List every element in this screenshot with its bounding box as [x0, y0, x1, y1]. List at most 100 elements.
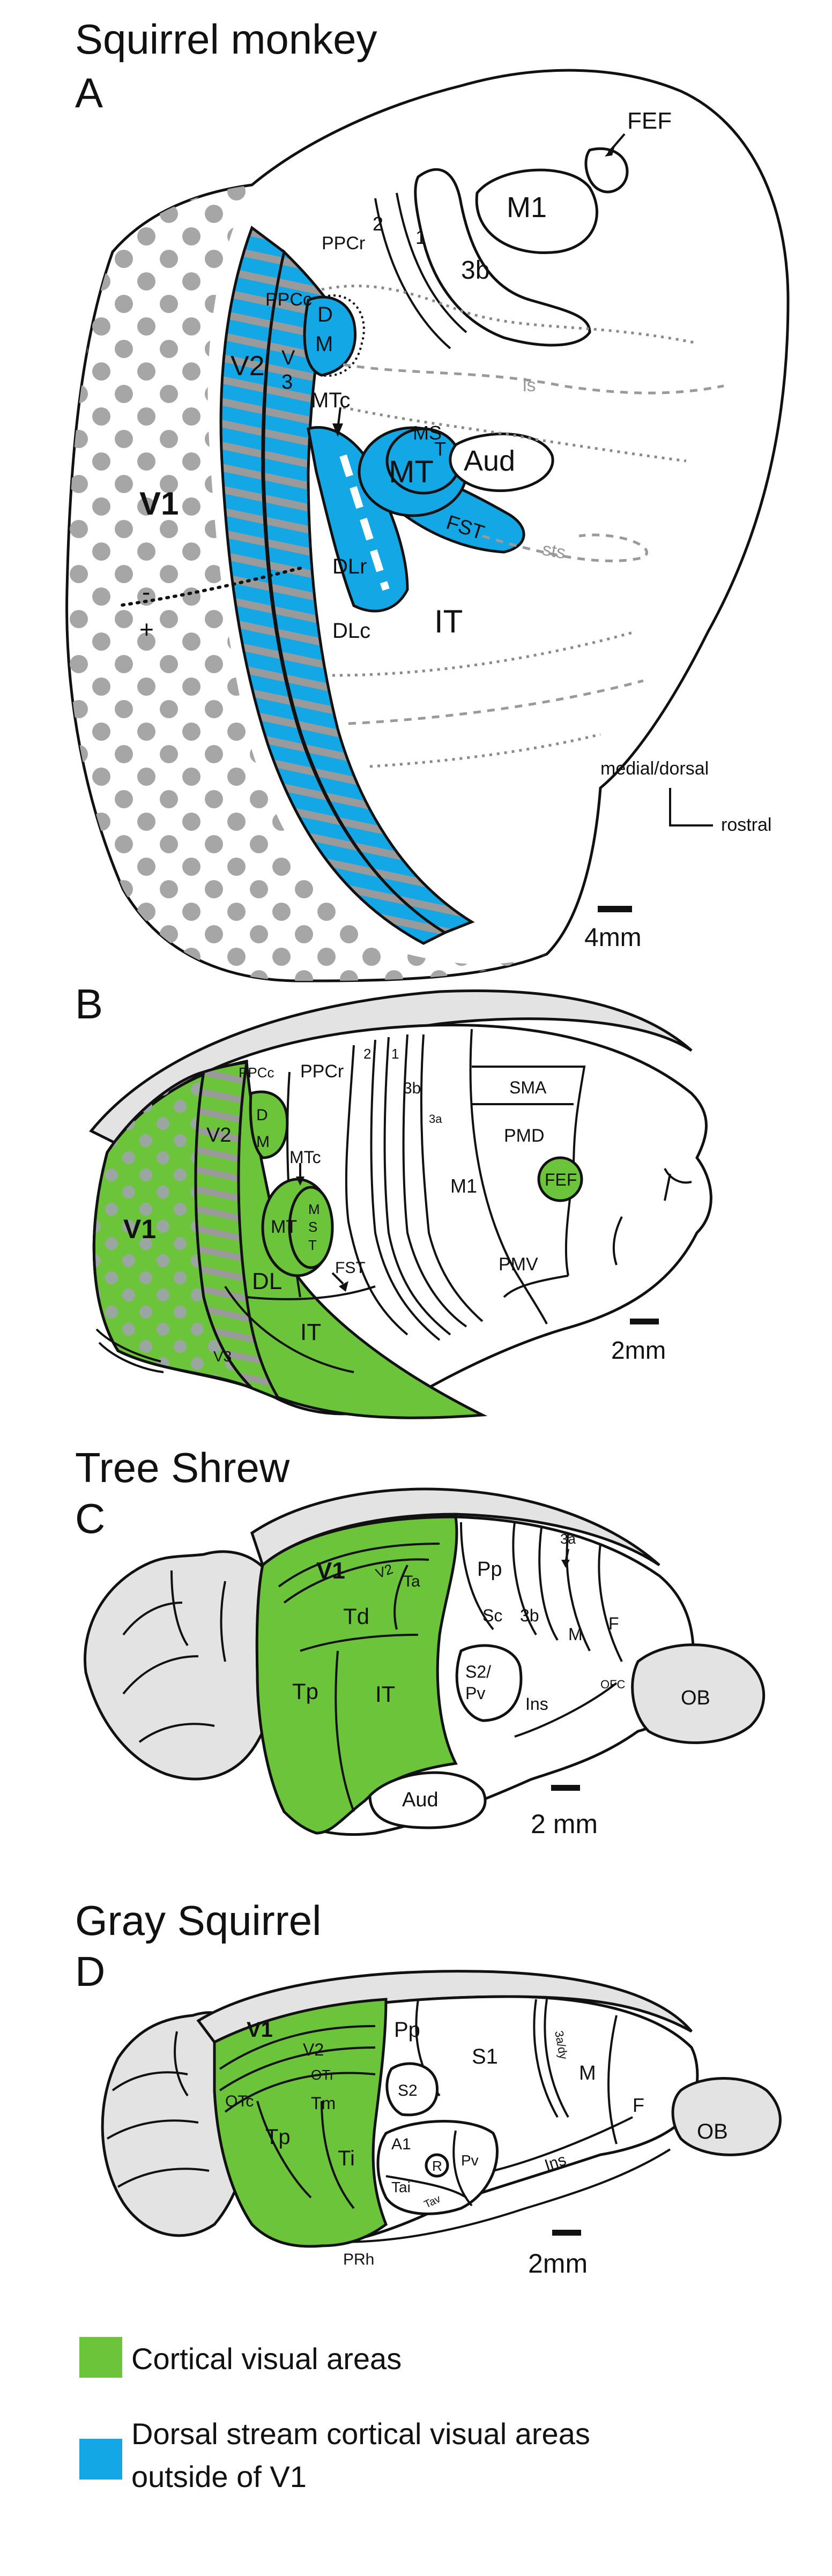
pmd-border-b	[469, 1029, 548, 1324]
panel-b-letter: B	[75, 980, 103, 1028]
label-mtc-b: MTc	[289, 1148, 321, 1167]
orientation-medial-dorsal: medial/dorsal	[600, 758, 709, 779]
label-v3-b: V3	[213, 1348, 232, 1365]
label-mst2-b: S	[308, 1219, 317, 1235]
cerebellum-fold-c3	[170, 1570, 189, 1647]
ppcr-border-b	[345, 1045, 408, 1336]
3a-border2-d	[544, 1999, 569, 2118]
panel-d-title: Gray Squirrel	[75, 1897, 321, 1944]
legend-swatch-blue	[79, 2439, 122, 2480]
label-ofc-c: OFC	[600, 1678, 626, 1691]
label-m-b: M	[256, 1133, 270, 1151]
label-mst1-b: M	[308, 1201, 320, 1217]
dm-area-b	[249, 1090, 289, 1159]
fef-area	[584, 147, 629, 193]
label-d-a: D	[317, 303, 333, 326]
legend-swatch-green	[79, 2337, 122, 2378]
label-tm-d: Tm	[311, 2094, 336, 2113]
label-fef-b: FEF	[545, 1170, 577, 1189]
label-sts-a: sts	[541, 539, 567, 563]
scale-bar-b	[630, 1319, 659, 1324]
ins-border-c	[514, 1682, 618, 1738]
label-3b-a: 3b	[461, 256, 489, 285]
scale-bar-a	[598, 906, 632, 912]
label-f-d: F	[633, 2094, 644, 2116]
label-dlc-a: DLc	[332, 619, 370, 643]
label-2-a: 2	[373, 213, 383, 235]
scale-label-b: 2mm	[611, 1336, 666, 1364]
panel-c-letter: C	[75, 1495, 105, 1542]
label-ti-d: Ti	[338, 2147, 355, 2170]
principal-sulcus-b	[612, 1216, 623, 1265]
cerebellum-line-1	[95, 1328, 161, 1363]
3a-border-c	[566, 1532, 591, 1651]
cerebellum-fold-d4	[174, 2031, 189, 2097]
panel-a: Squirrel monkey A FEF M1 PPC	[65, 16, 790, 982]
label-tp-d: Tp	[265, 2125, 291, 2149]
area-1-border-b	[383, 1037, 451, 1336]
label-sma-b: SMA	[509, 1078, 547, 1097]
label-aud-a: Aud	[464, 445, 515, 477]
label-pmd-b: PMD	[504, 1126, 545, 1146]
label-aud-c: Aud	[402, 1789, 439, 1811]
label-r-d: R	[432, 2158, 442, 2174]
ppc-dotted-boundary	[321, 285, 697, 345]
aud-area-c	[368, 1771, 487, 1829]
horizontal-meridian	[116, 567, 302, 607]
squirrel-visual-green	[213, 1998, 388, 2248]
label-mst3-b: T	[308, 1237, 317, 1253]
ins-border-d	[493, 2116, 633, 2172]
label-v2-d: V2	[303, 2040, 324, 2059]
v1-dotted-region	[66, 185, 547, 981]
m-border-c	[598, 1543, 623, 1662]
label-it-c: IT	[375, 1681, 395, 1707]
it-dotted-boundary-1	[332, 631, 633, 677]
area-3b	[414, 168, 591, 347]
panel-d: Gray Squirrel D V1 V2 OTr OTc Tm Tp Ti	[75, 1897, 782, 2279]
it-border-b	[224, 1285, 354, 1373]
ls-sulcus-line	[343, 363, 724, 394]
it-dashed-line	[348, 679, 644, 725]
label-fst-b: FST	[335, 1259, 366, 1277]
label-ppcr-a: PPCr	[322, 233, 365, 254]
area-3b-border-b	[402, 1034, 467, 1328]
scale-label-d: 2mm	[528, 2249, 588, 2279]
label-dlr-a: DLr	[332, 555, 367, 578]
td-tp-border-c	[300, 1634, 419, 1652]
label-ob-c: OB	[681, 1687, 710, 1709]
label-3b-c: 3b	[520, 1606, 539, 1625]
pp-border-c	[460, 1522, 494, 1631]
cerebellum-fold-d2	[106, 2119, 199, 2140]
panel-a-title: Squirrel monkey	[75, 16, 377, 63]
label-otc-d: OTc	[225, 2093, 254, 2110]
m-f-border-d	[607, 2015, 618, 2145]
panel-c-title: Tree Shrew	[75, 1444, 290, 1491]
area-2-border-b	[370, 1039, 441, 1341]
s2-pv-area-c	[455, 1644, 523, 1722]
label-ls-a: ls	[523, 375, 536, 396]
label-v2-a: V2	[231, 351, 265, 382]
cerebellum-fold-d3	[117, 2168, 210, 2188]
pv-border-d	[452, 2130, 473, 2207]
cerebellum-fold-c5	[138, 1723, 215, 1743]
label-s2-c: S2/	[465, 1662, 491, 1681]
ta-border-c	[393, 1565, 408, 1630]
tp-ti-border-d	[321, 2101, 355, 2209]
label-mtc-a: MTc	[311, 389, 350, 412]
scale-label-c: 2 mm	[531, 1809, 598, 1839]
label-plus-a: +	[139, 615, 154, 643]
label-ppcc-b: PPCc	[239, 1064, 274, 1081]
label-1-b: 1	[391, 1046, 399, 1062]
label-2-b: 2	[363, 1046, 371, 1062]
label-mst2-a: T	[434, 438, 446, 460]
label-s1-d: S1	[472, 2045, 498, 2068]
label-v1-b: V1	[123, 1214, 156, 1244]
label-it-a: IT	[434, 604, 463, 639]
area-1-border	[396, 192, 467, 333]
label-ta-c: Ta	[403, 1573, 420, 1590]
orientation-rostral: rostral	[721, 815, 771, 835]
label-tp-c: Tp	[292, 1679, 318, 1704]
label-m-a: M	[315, 332, 333, 356]
label-f-c: F	[608, 1614, 619, 1633]
r-area-d	[425, 2153, 449, 2178]
